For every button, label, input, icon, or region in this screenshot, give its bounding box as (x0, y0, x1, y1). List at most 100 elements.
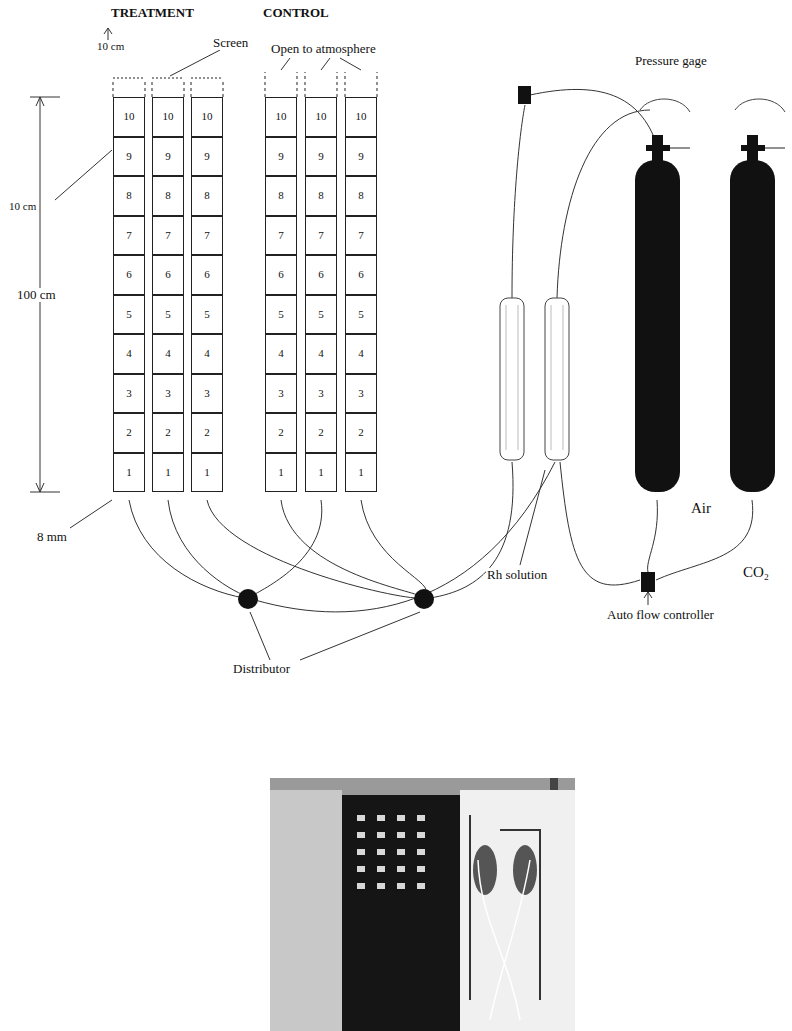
tube (281, 500, 420, 596)
tube (168, 500, 246, 596)
distributor-ball (414, 589, 434, 609)
tube (560, 462, 640, 585)
column-segment: 7 (191, 216, 223, 256)
photo-mark (550, 778, 558, 790)
column-segment: 9 (113, 137, 145, 177)
segment-number: 2 (165, 427, 171, 438)
annotation-label: 10 cm (8, 200, 37, 212)
tube (361, 500, 426, 592)
segment-number: 1 (126, 467, 132, 478)
column-segment: 2 (191, 413, 223, 453)
width-dim (104, 28, 112, 40)
annotation-label: 100 cm (16, 288, 57, 302)
column-segment: 2 (152, 413, 184, 453)
humidifier-cylinder (500, 298, 524, 460)
annotation-label: 8 mm (36, 530, 68, 544)
segment-number: 1 (358, 467, 364, 478)
screen-tube (113, 80, 223, 97)
column-segment: 10 (265, 97, 297, 137)
segment-number: 3 (165, 388, 171, 399)
column-segment: 10 (305, 97, 337, 137)
segment-number: 3 (358, 388, 364, 399)
segment-number: 7 (278, 230, 284, 241)
flow-controller (641, 572, 655, 592)
column-segment: 10 (113, 97, 145, 137)
segment-number: 6 (358, 269, 364, 280)
flow-leader (644, 592, 652, 605)
column-segment: 7 (152, 216, 184, 256)
segment-number: 5 (204, 309, 210, 320)
tube (656, 500, 753, 580)
annotation-label: CONTROL (262, 6, 330, 20)
segment-number: 1 (318, 467, 324, 478)
column-segment: 5 (191, 295, 223, 335)
segment-number: 2 (126, 427, 132, 438)
tube (530, 89, 657, 145)
column-segment: 8 (152, 176, 184, 216)
tube (512, 105, 525, 298)
segment-number: 5 (358, 309, 364, 320)
column-segment: 3 (191, 374, 223, 414)
column-tops (113, 72, 377, 97)
segment-number: 2 (278, 427, 284, 438)
column-segment: 6 (345, 255, 377, 295)
segment-number: 7 (358, 230, 364, 241)
column-segment: 4 (305, 334, 337, 374)
photo-frame (470, 815, 540, 1000)
segment-number: 4 (358, 348, 364, 359)
column-segment: 9 (345, 137, 377, 177)
column-segment: 4 (152, 334, 184, 374)
column-segment: 5 (345, 295, 377, 335)
segment-number: 6 (318, 269, 324, 280)
segment-number: 7 (318, 230, 324, 241)
segment-number: 3 (204, 388, 210, 399)
photo-grid (357, 815, 425, 889)
gas-tank (635, 99, 785, 492)
column-segment: 10 (152, 97, 184, 137)
dim-leader (55, 150, 112, 200)
segment-number: 9 (126, 151, 132, 162)
segment-number: 10 (124, 111, 135, 122)
annotation-label: TREATMENT (110, 6, 195, 20)
segment-number: 9 (278, 151, 284, 162)
segment-number: 1 (204, 467, 210, 478)
segment-number: 3 (318, 388, 324, 399)
column-segment: 2 (305, 413, 337, 453)
segment-number: 7 (204, 230, 210, 241)
column-segment: 7 (265, 216, 297, 256)
pressure-gauge (646, 145, 670, 151)
segment-number: 4 (126, 348, 132, 359)
annotation-label: Auto flow controller (606, 608, 715, 622)
tubing (129, 89, 753, 611)
column-segment: 6 (191, 255, 223, 295)
column-segment: 8 (305, 176, 337, 216)
tube (255, 462, 555, 612)
column-segment: 4 (191, 334, 223, 374)
segment-number: 4 (204, 348, 210, 359)
column-segment: 6 (113, 255, 145, 295)
segment-number: 8 (278, 190, 284, 201)
annotation-label: CO₂ (742, 564, 770, 581)
column-segment: 5 (152, 295, 184, 335)
segment-number: 7 (165, 230, 171, 241)
open-tube (265, 72, 377, 97)
segment-number: 1 (278, 467, 284, 478)
segment-number: 9 (204, 151, 210, 162)
segment-number: 3 (278, 388, 284, 399)
cylinder-shade (506, 305, 563, 450)
segment-number: 10 (356, 111, 367, 122)
column-segment: 5 (265, 295, 297, 335)
segment-number: 9 (358, 151, 364, 162)
column-segment: 6 (152, 255, 184, 295)
segment-number: 5 (165, 309, 171, 320)
column-segment: 3 (305, 374, 337, 414)
column-segment: 5 (305, 295, 337, 335)
column-segment: 8 (265, 176, 297, 216)
column-segment: 1 (305, 453, 337, 493)
segment-number: 7 (126, 230, 132, 241)
screen-mesh (113, 78, 223, 79)
segment-number: 6 (278, 269, 284, 280)
photo-tank (473, 845, 497, 895)
column-segment: 8 (113, 176, 145, 216)
photo-ground (270, 778, 575, 1031)
